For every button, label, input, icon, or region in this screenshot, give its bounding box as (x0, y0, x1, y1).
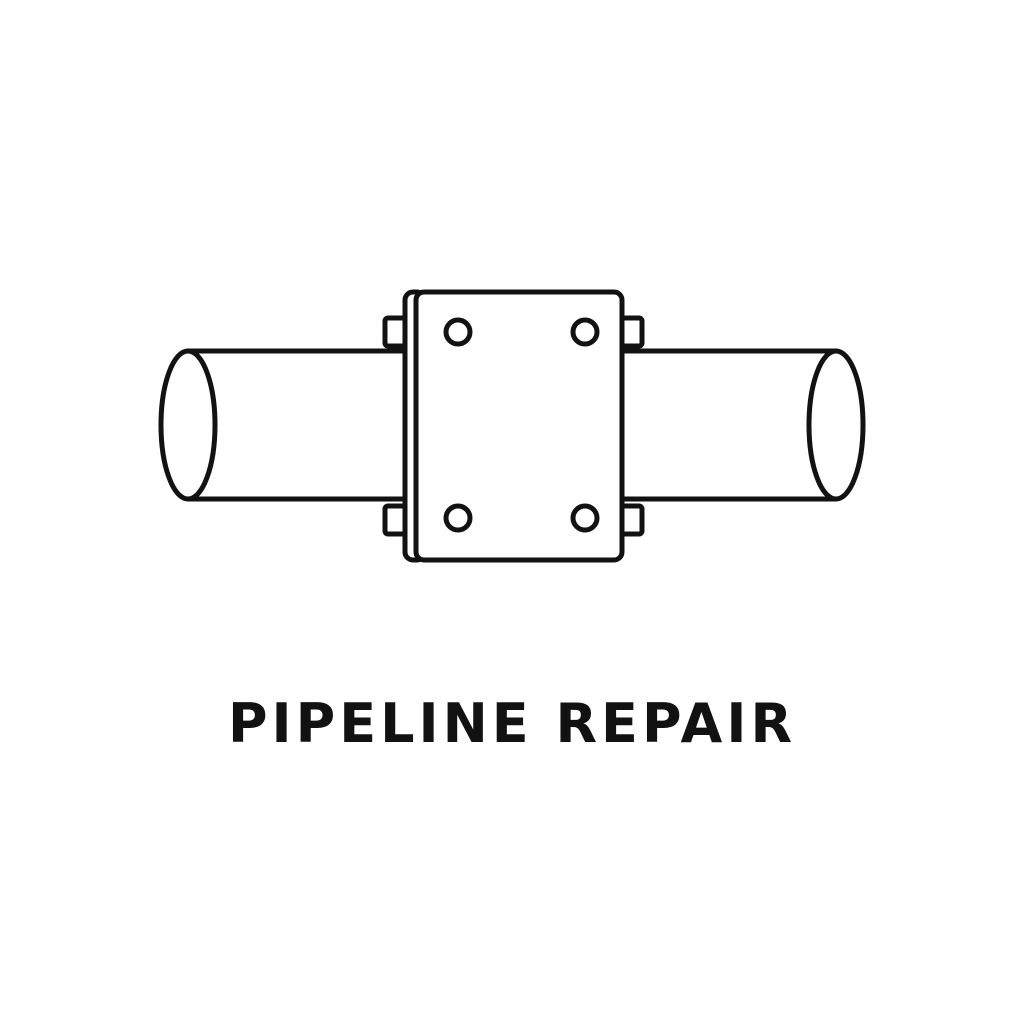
bolt-hole-top-left (443, 317, 473, 347)
right-pipe-body (617, 348, 839, 502)
clamp-front-plate (413, 289, 625, 563)
caption-title: PIPELINE REPAIR (227, 692, 797, 755)
bolt-hole-bottom-left (443, 503, 473, 533)
left-pipe-end (158, 348, 218, 502)
left-pipe-body (185, 348, 411, 502)
right-pipe-end (806, 348, 866, 502)
bolt-hole-bottom-right (570, 503, 600, 533)
bolt-hole-top-right (570, 317, 600, 347)
